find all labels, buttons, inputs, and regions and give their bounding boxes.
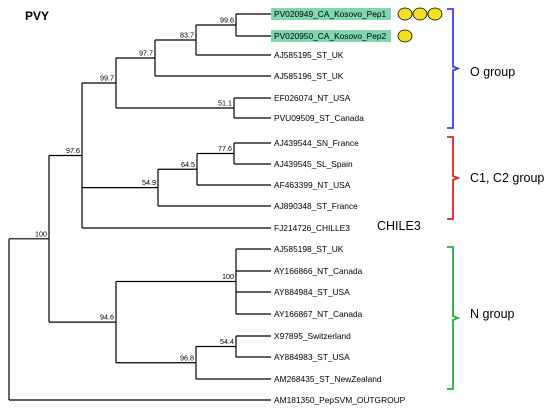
highlight-layer — [271, 8, 391, 42]
leaf-label-ay166866: AY166866_NT_Canada — [274, 266, 363, 276]
bootstrap-value-n_c3: 64.5 — [181, 160, 195, 169]
bootstrap-value-n_ng: 94.6 — [100, 313, 114, 322]
bootstrap-value-n_kos: 99.6 — [220, 16, 234, 25]
leaf-highlight-kosovo1 — [271, 8, 391, 20]
n-group-label: N group — [470, 307, 515, 321]
bootstrap-value-n_ef: 51.1 — [218, 99, 232, 108]
leaf-label-ay884983: AY884983_ST_USA — [274, 352, 350, 362]
bootstrap-value-n_c4: 54.9 — [142, 178, 156, 187]
o-group-label: O group — [470, 65, 515, 79]
bootstrap-value-n_root: 100 — [35, 229, 47, 238]
bootstrap-layer: 99.6 83.7 97.7 51.1 99.7 77.6 64.5 54.9 97.6 100 5… — [35, 16, 234, 363]
yellow-marker-kosovo2-1 — [397, 29, 413, 43]
chile3-label: CHILE3 — [377, 219, 421, 233]
yellow-marker-kosovo1-3 — [427, 7, 443, 21]
leaf-label-ef026074: EF026074_NT_USA — [274, 93, 351, 103]
bootstrap-value-n_nb2: 96.8 — [180, 353, 194, 362]
o-group-bracket — [447, 8, 461, 129]
leaf-label-aj890348: AJ890348_ST_France — [274, 201, 358, 211]
c-group-bracket — [447, 136, 461, 220]
bootstrap-value-n_xs: 54.4 — [220, 337, 234, 346]
bootstrap-value-n_k3: 97.7 — [139, 49, 153, 58]
leaf-layer: PV020949_CA_Kosovo_Pep1PV020950_CA_Kosov… — [274, 9, 406, 405]
yellow-marker-kosovo1-1 — [397, 7, 413, 21]
leaf-label-am268435: AM268435_ST_NewZealand — [274, 374, 382, 384]
leaf-label-kosovo2: PV020950_CA_Kosovo_Pep2 — [274, 31, 387, 41]
yellow-marker-kosovo1-2 — [412, 7, 428, 21]
leaf-label-aj439544: AJ439544_SN_France — [274, 138, 359, 148]
tree-title: PVY — [25, 9, 49, 23]
bootstrap-value-n_nq: 100 — [222, 272, 234, 281]
leaf-label-am181350: AM181350_PepSVM_OUTGROUP — [274, 395, 406, 405]
bootstrap-value-n_aj439: 77.6 — [218, 144, 232, 153]
leaf-label-kosovo1: PV020949_CA_Kosovo_Pep1 — [274, 9, 387, 19]
c-group-label: C1, C2 group — [470, 171, 544, 185]
leaf-label-ay884984: AY884984_ST_USA — [274, 287, 350, 297]
leaf-label-ay166867: AY166867_NT_Canada — [274, 309, 363, 319]
leaf-label-aj585198: AJ585198_ST_UK — [274, 244, 344, 254]
branch-layer — [8, 13, 271, 401]
bootstrap-value-n_on: 97.6 — [66, 146, 80, 155]
leaf-label-aj585196: AJ585196_ST_UK — [274, 71, 344, 81]
leaf-label-fj214726: FJ214726_CHILLE3 — [274, 223, 350, 233]
n-group-bracket — [447, 246, 461, 390]
leaf-label-aj439545: AJ439545_SL_Spain — [274, 159, 353, 169]
bootstrap-value-n_o: 99.7 — [100, 74, 114, 83]
leaf-highlight-kosovo2 — [271, 30, 391, 42]
bootstrap-value-n_k2: 83.7 — [180, 31, 194, 40]
marker-layer — [397, 7, 443, 43]
leaf-label-pvu09509: PVU09509_ST_Canada — [274, 113, 364, 123]
leaf-label-x97895: X97895_Switzerland — [274, 331, 351, 341]
leaf-label-aj585195: AJ585195_ST_UK — [274, 50, 344, 60]
leaf-label-af463399: AF463399_NT_USA — [274, 180, 351, 190]
